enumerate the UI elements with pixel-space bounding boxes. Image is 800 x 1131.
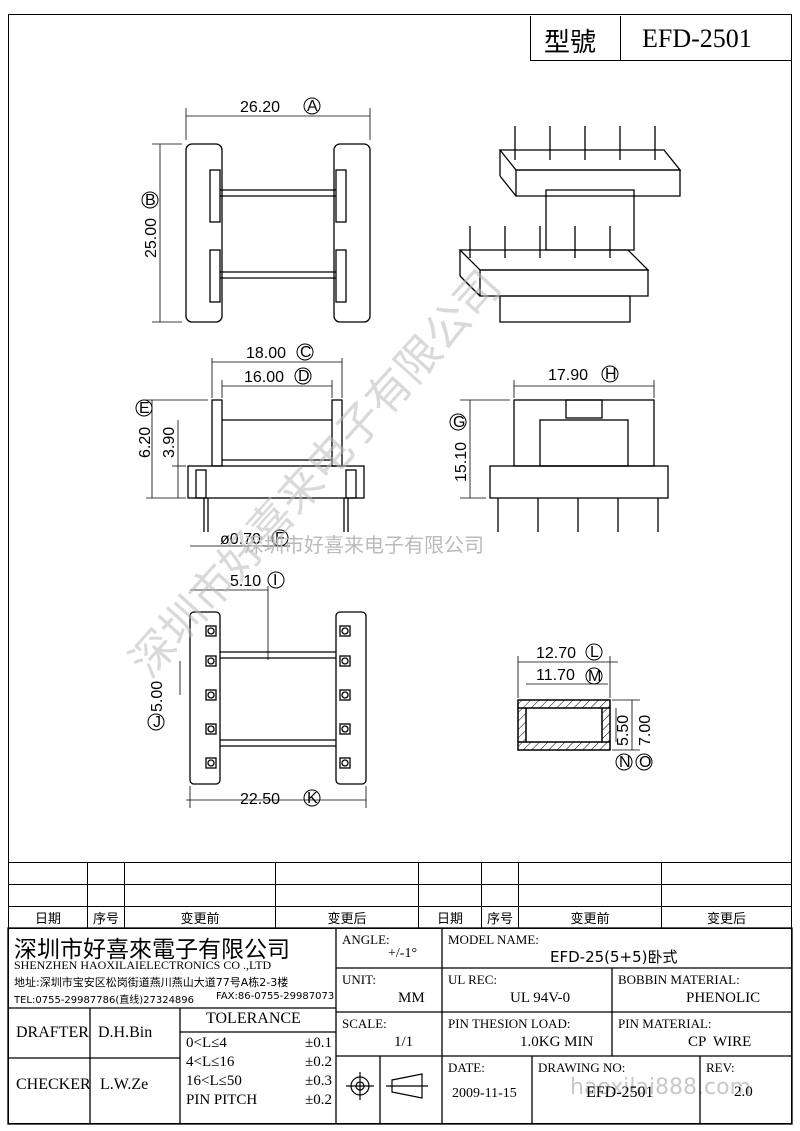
checker-label: CHECKER	[16, 1076, 91, 1093]
watermark-url: haoxilai888.com	[570, 1075, 751, 1100]
dim-D: 16.00	[244, 369, 284, 386]
dim-K: 22.50	[240, 791, 280, 808]
tol-row: 16<L≤50±0.3	[186, 1073, 332, 1089]
rev-header-before-2: 变更前	[518, 906, 662, 929]
date-label: DATE:	[448, 1060, 485, 1075]
drafter-value: D.H.Bin	[98, 1024, 153, 1041]
company-name-en: SHENZHEN HAOXILAIELECTRONICS CO .,LTD	[14, 958, 272, 972]
svg-text:I: I	[273, 572, 277, 589]
svg-text:O: O	[639, 754, 651, 771]
scale-label: SCALE:	[342, 1016, 387, 1031]
dim-F: ø0.70	[220, 531, 261, 548]
pin-material-value: CP WIRE	[688, 1034, 752, 1050]
dim-I: 5.10	[230, 573, 261, 590]
tol-row: 4<L≤16±0.2	[186, 1054, 332, 1070]
svg-text:N: N	[619, 754, 631, 771]
bottom-view	[179, 586, 367, 808]
checker-value: L.W.Ze	[100, 1076, 149, 1093]
pin-tension-label: PIN THESION LOAD:	[448, 1016, 571, 1031]
rev-header-date-2: 日期	[418, 906, 482, 929]
top-view	[152, 108, 371, 323]
tolerance-rows: 0<L≤4±0.1 4<L≤16±0.2 16<L≤50±0.3 PIN PIT…	[186, 1034, 332, 1110]
svg-text:C: C	[300, 344, 312, 361]
unit-value: MM	[398, 990, 425, 1006]
rev-header-after: 变更后	[275, 906, 419, 929]
svg-text:D: D	[298, 368, 310, 385]
svg-text:J: J	[153, 714, 161, 731]
tol-row: 0<L≤4±0.1	[186, 1035, 332, 1051]
ul-rec-value: UL 94V-0	[510, 990, 571, 1006]
front-view	[146, 358, 365, 547]
angle-value: +/-1°	[388, 946, 418, 961]
svg-text:E: E	[139, 400, 150, 417]
dim-A: 26.20	[240, 99, 280, 116]
bobbin-material-value: PHENOLIC	[686, 990, 761, 1006]
rev-header-no: 序号	[87, 906, 125, 929]
dim-C: 18.00	[246, 345, 286, 362]
model-name-label: MODEL NAME:	[448, 932, 539, 947]
svg-text:L: L	[590, 644, 599, 661]
projection-symbol-icon	[346, 1072, 428, 1100]
unit-label: UNIT:	[342, 972, 377, 987]
pin-tension-value: 1.0KG MIN	[520, 1034, 594, 1050]
bobbin-material-label: BOBBIN MATERIAL:	[618, 972, 740, 987]
model-name-value: EFD-25(5+5)卧式	[550, 948, 678, 966]
dim-H: 17.90	[548, 367, 588, 384]
date-value: 2009-11-15	[452, 1086, 517, 1101]
dim-G: 15.10	[453, 442, 470, 482]
drawing-no-value: EFD-2501	[586, 1084, 654, 1101]
scale-value: 1/1	[394, 1034, 414, 1050]
tol-row: PIN PITCH±0.2	[186, 1092, 332, 1108]
dimension-labels: 26.20 A 25.00 B 18.00 C 16.00 D 6.20 E 3…	[135, 97, 654, 808]
dim-B: 25.00	[143, 218, 160, 258]
pin-material-label: PIN MATERIAL:	[618, 1016, 712, 1031]
rev-header-date: 日期	[8, 906, 88, 929]
ul-rec-label: UL REC:	[448, 972, 497, 987]
model-label-cell	[530, 16, 621, 61]
dim-O: 7.00	[637, 715, 654, 746]
model-value-cell	[620, 16, 791, 61]
pin-section	[517, 656, 640, 751]
company-name-cn: 深圳市好喜來電子有限公司	[14, 937, 290, 963]
dim-E: 6.20	[137, 427, 154, 458]
dim-E2: 3.90	[161, 427, 178, 458]
side-view	[460, 380, 669, 532]
drafter-label: DRAFTER	[16, 1024, 89, 1041]
revision-table: 日期 序号 变更前 变更后 日期 序号 变更前 变更后	[8, 862, 792, 929]
tolerance-label: TOLERANCE	[206, 1010, 301, 1027]
rev-value: 2.0	[734, 1084, 753, 1100]
drawing-no-label: DRAWING NO:	[538, 1060, 626, 1075]
svg-text:B: B	[145, 192, 156, 209]
angle-label: ANGLE:	[342, 932, 390, 947]
company-tel: TEL:0755-29987786(直线)27324896	[14, 995, 195, 1006]
dim-M: 11.70	[536, 667, 575, 684]
svg-text:K: K	[307, 790, 318, 807]
svg-text:M: M	[588, 668, 601, 685]
dim-L: 12.70	[536, 645, 576, 662]
svg-text:A: A	[307, 98, 318, 115]
svg-text:G: G	[453, 414, 465, 431]
company-address: 地址:深圳市宝安区松岗街道燕川燕山大道77号A栋2-3楼	[14, 976, 289, 989]
rev-label: REV:	[706, 1060, 735, 1075]
dim-J: 5.00	[149, 681, 166, 712]
model-value: EFD-2501	[642, 24, 752, 53]
isometric-view	[458, 126, 682, 323]
model-label: 型號	[544, 28, 597, 58]
svg-text:F: F	[275, 530, 285, 547]
company-fax: FAX:86-0755-29987073	[216, 991, 335, 1002]
watermark-horizontal: 深圳市好喜来电子有限公司	[244, 533, 484, 557]
dim-N: 5.50	[615, 715, 632, 746]
svg-text:H: H	[605, 366, 617, 383]
